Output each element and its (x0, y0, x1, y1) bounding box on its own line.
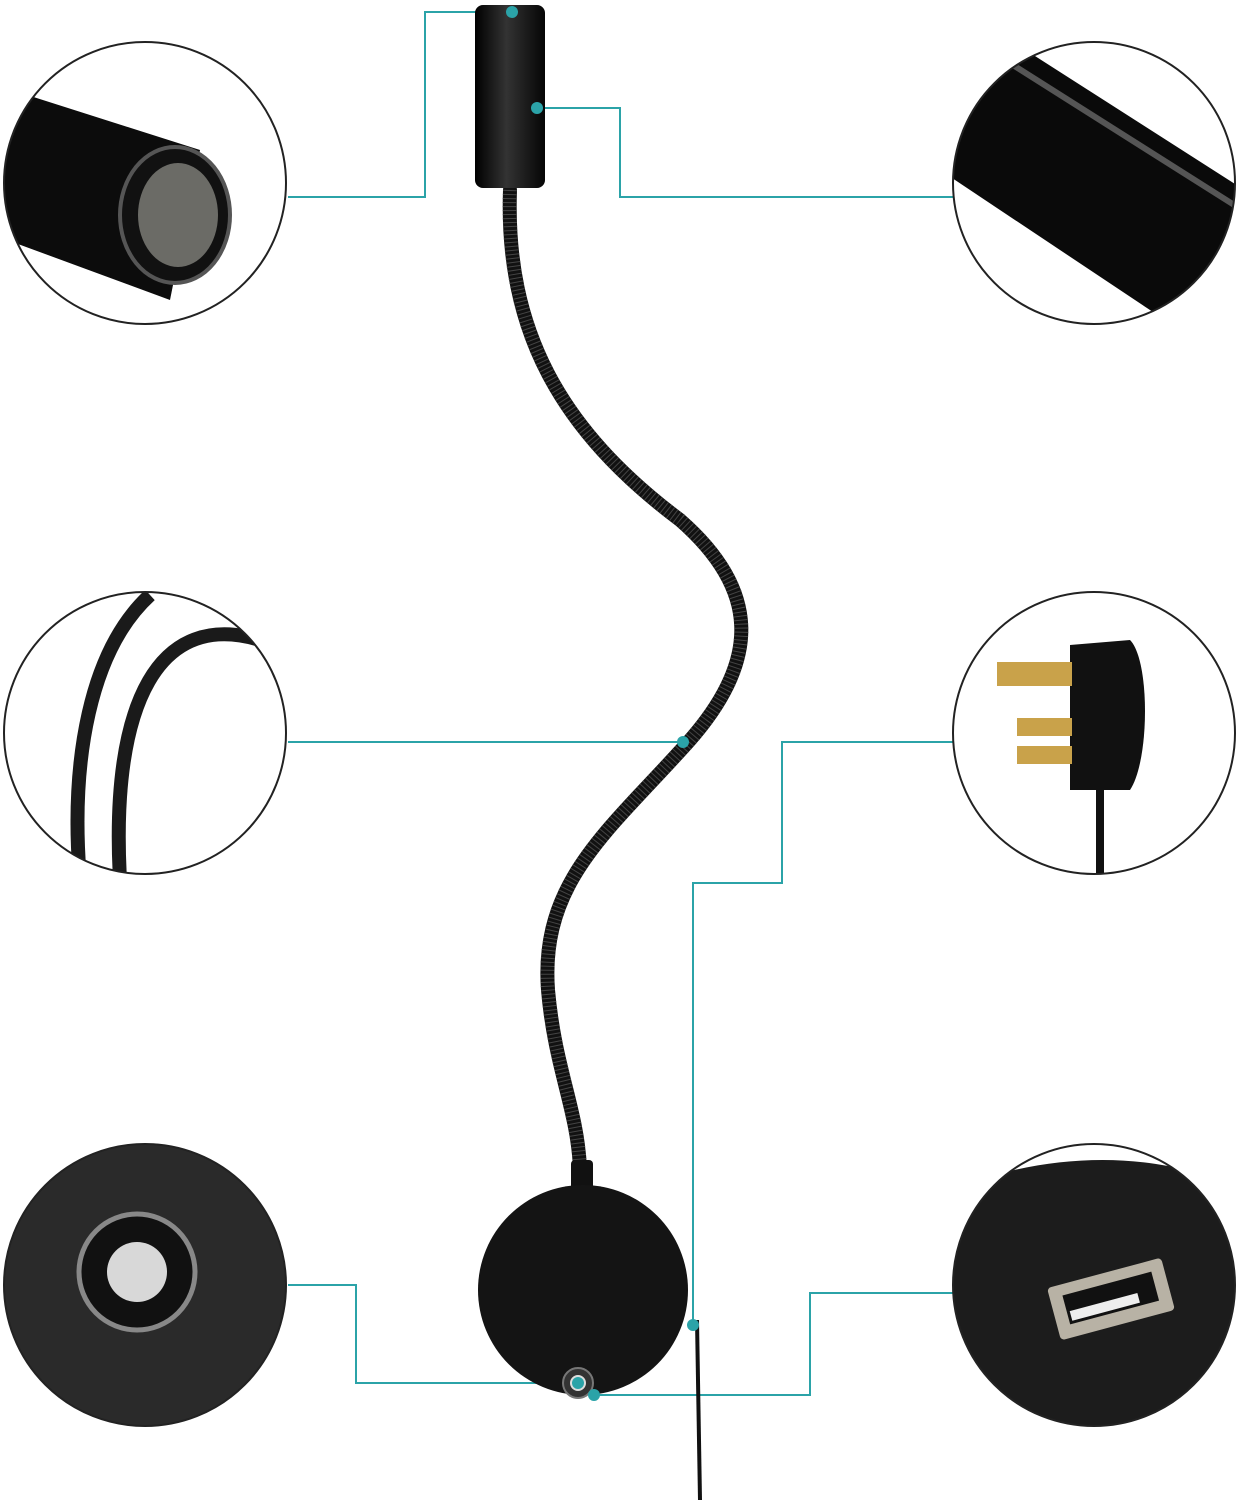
uk-plug-icon (997, 662, 1072, 686)
wall-lamp (475, 5, 749, 1500)
switch-button-detail (3, 1143, 287, 1427)
plug-detail (952, 591, 1236, 875)
callout-dots (506, 6, 699, 1401)
lamp-head-body-detail (952, 41, 1236, 325)
power-cable (695, 1319, 702, 1500)
usb-port-detail (952, 1143, 1236, 1427)
gooseneck-arm (502, 183, 749, 1177)
lamp-head-lens-detail (3, 41, 287, 325)
callout-lines (288, 11, 953, 1396)
lamp-head (475, 5, 545, 188)
gooseneck-detail (3, 591, 287, 875)
wall-base (478, 1185, 688, 1395)
usb-port-icon (1047, 1258, 1175, 1340)
